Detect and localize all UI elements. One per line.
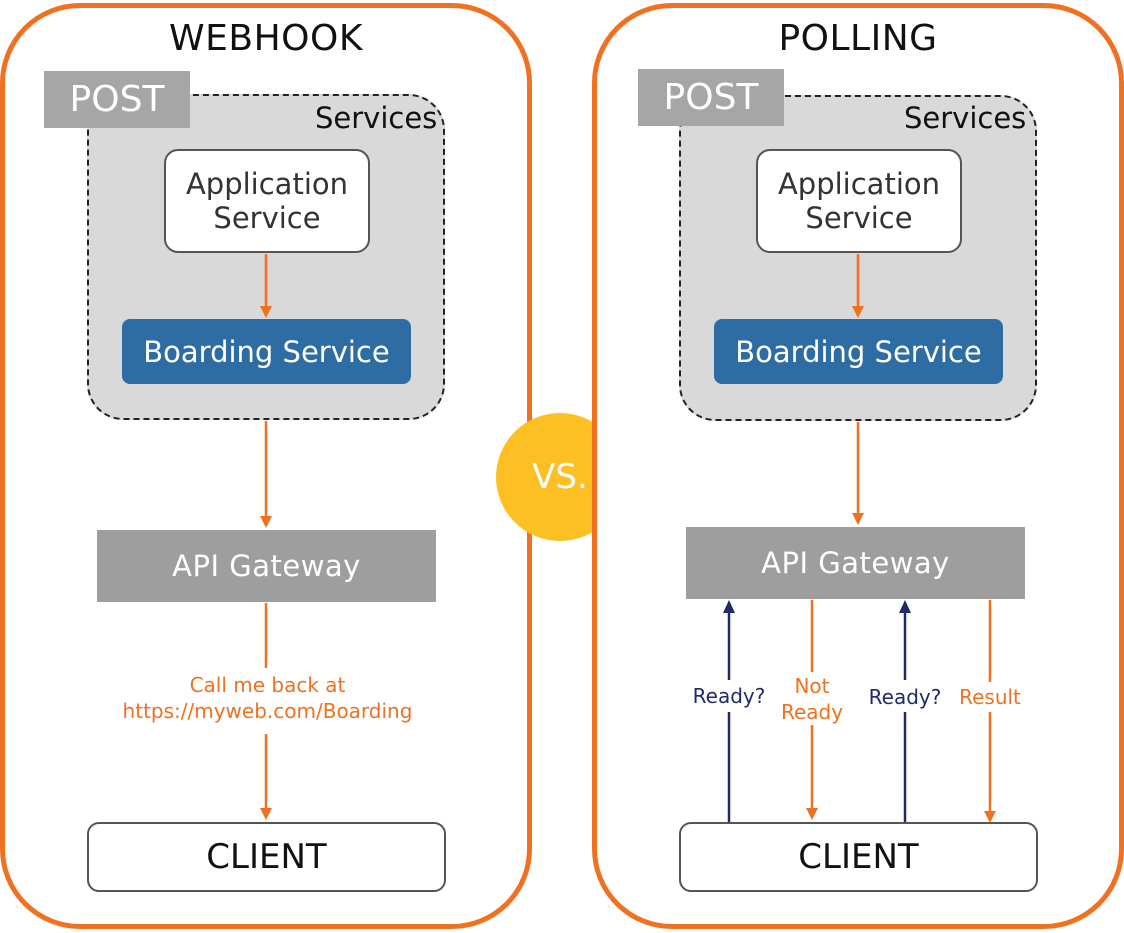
polling-application-service: Application Service [756, 149, 962, 253]
polling-arrowhead-ready2 [899, 600, 911, 613]
polling-title: POLLING [778, 18, 938, 59]
polling-boarding-service: Boarding Service [714, 319, 1003, 384]
polling-result-label: Result [955, 684, 1025, 710]
polling-arrowhead-result [984, 811, 996, 823]
polling-client: CLIENT [679, 822, 1038, 892]
webhook-title: WEBHOOK [169, 18, 363, 59]
webhook-api-gateway: API Gateway [97, 530, 436, 602]
webhook-boarding-service: Boarding Service [122, 319, 411, 384]
webhook-application-service-line1: Application [185, 167, 349, 201]
webhook-callback-line2: https://myweb.com/Boarding [122, 699, 413, 723]
webhook-arrowhead-app-to-boarding [260, 306, 272, 318]
polling-not-ready-line2: Ready [780, 700, 844, 724]
webhook-client: CLIENT [87, 822, 446, 892]
polling-api-gateway: API Gateway [686, 527, 1025, 599]
polling-arrowhead-ready1 [723, 600, 735, 613]
polling-ready-label-1: Ready? [689, 683, 769, 709]
webhook-post-tag: POST [44, 71, 190, 128]
polling-arrowhead-services-to-gateway [852, 513, 864, 525]
polling-services-label: Services [904, 101, 1027, 135]
polling-not-ready-label: Not Ready [776, 673, 848, 725]
webhook-application-service-line2: Service [213, 201, 321, 235]
webhook-arrowhead-to-client [260, 808, 272, 820]
webhook-callback-line1: Call me back at [189, 673, 346, 697]
polling-ready-label-2: Ready? [865, 684, 945, 710]
webhook-services-label: Services [315, 101, 438, 135]
webhook-callback-label: Call me back at https://myweb.com/Boardi… [100, 672, 435, 724]
webhook-arrowhead-services-to-gateway [260, 516, 272, 528]
polling-application-service-line2: Service [805, 201, 913, 235]
polling-application-service-line1: Application [777, 167, 941, 201]
polling-not-ready-line1: Not [794, 674, 830, 698]
polling-post-tag: POST [638, 69, 784, 126]
webhook-application-service: Application Service [164, 149, 370, 253]
polling-arrowhead-notready [806, 808, 818, 820]
polling-arrowhead-app-to-boarding [852, 306, 864, 318]
